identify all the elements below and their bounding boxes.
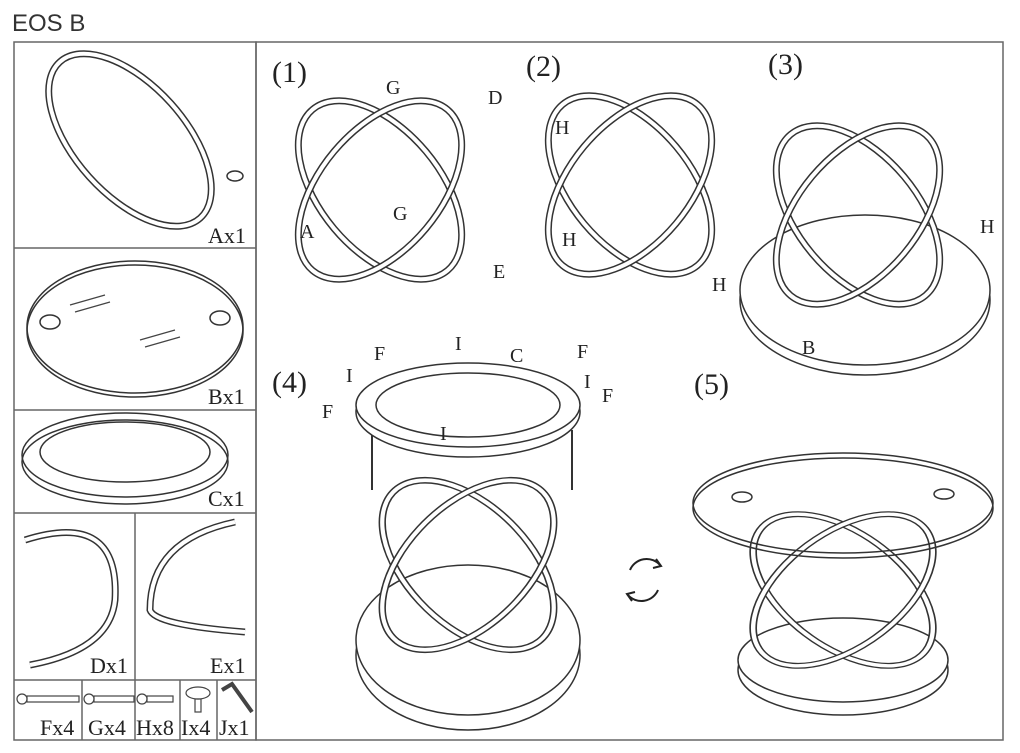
step-3-label: (3) (768, 48, 803, 81)
step-3-assembly (739, 96, 991, 376)
step-5-label: (5) (694, 368, 729, 401)
part-a-ring (45, 50, 244, 230)
callout-h: H (555, 117, 569, 139)
part-g-label: Gx4 (88, 715, 126, 740)
callout-d: D (488, 87, 502, 109)
rotate-arrows-icon (625, 558, 663, 602)
hex-key-j-icon (220, 681, 254, 714)
step-1-label: (1) (272, 56, 307, 89)
part-b-glass-top (26, 260, 244, 398)
foot-i-icon (185, 686, 211, 713)
part-c-ring-base (21, 412, 229, 505)
callout-h: H (980, 216, 994, 238)
callout-h: H (562, 229, 576, 251)
callout-h: H (712, 274, 726, 296)
parts-panel-frame (13, 41, 1004, 741)
part-f-label: Fx4 (40, 715, 74, 740)
callout-g: G (393, 203, 407, 225)
page-title: EOS B (12, 10, 86, 37)
callout-b: B (802, 337, 815, 359)
part-i-label: Ix4 (181, 715, 210, 740)
part-b-label: Bx1 (208, 384, 245, 409)
callout-f: F (602, 385, 613, 407)
bolt-f-icon (16, 693, 80, 705)
step-2-rings (517, 66, 744, 304)
part-e-label: Ex1 (210, 653, 245, 678)
step-4-label: (4) (272, 366, 307, 399)
callout-f: F (374, 343, 385, 365)
callout-e: E (493, 261, 505, 283)
callout-a: A (300, 221, 315, 243)
callout-i: I (440, 423, 447, 445)
callout-i: I (346, 365, 353, 387)
part-a-label: Ax1 (208, 223, 246, 248)
hardware-icons (16, 681, 254, 714)
part-c-label: Cx1 (208, 486, 245, 511)
callout-i: I (455, 333, 462, 355)
bolt-g-icon (83, 693, 135, 705)
callout-c: C (510, 345, 523, 367)
part-e-arc (146, 518, 246, 636)
part-h-label: Hx8 (136, 715, 174, 740)
callout-f: F (322, 401, 333, 423)
step-4-assembly (349, 362, 587, 731)
part-j-label: Jx1 (219, 715, 250, 740)
callout-g: G (386, 77, 400, 99)
part-d-label: Dx1 (90, 653, 128, 678)
callout-i: I (584, 371, 591, 393)
part-d-arc (23, 529, 119, 669)
bolt-h-icon (136, 693, 174, 705)
step-5-finished-table (692, 452, 994, 716)
step-2-label: (2) (526, 50, 561, 83)
callout-f: F (577, 341, 588, 363)
step-1-rings (267, 71, 494, 309)
